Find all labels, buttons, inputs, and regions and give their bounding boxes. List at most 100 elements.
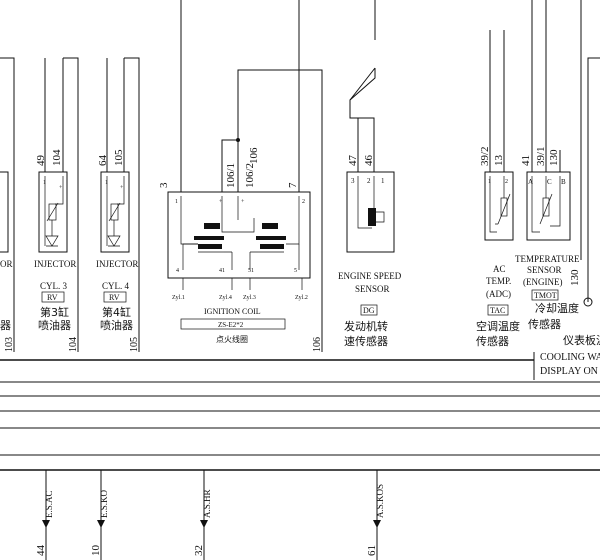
display-en-1: COOLING WA [540, 352, 600, 363]
coolant-sensor-label-1: TEMPERATURE [515, 254, 580, 264]
coolant-sensor-cn-2: 传感器 [528, 318, 561, 331]
ac-thermistor-icon [500, 197, 508, 217]
ac-sensor-cn-2: 传感器 [476, 335, 509, 348]
coil-output-zyl3: Zyl.3 [243, 295, 256, 301]
ac-sensor-label-3: (ADC) [486, 289, 511, 299]
wire-105-label: 105 [113, 149, 125, 166]
signal-number: 32 [193, 545, 205, 556]
wire-3-label: 3 [158, 182, 170, 188]
inj4-cn2: 喷油器 [100, 318, 133, 332]
coolant-sensor-cn-1: 冷却温度 [535, 301, 579, 315]
speed-sensor-label-1: ENGINE SPEED [338, 271, 402, 281]
wire-106-2-label: 106/2 [244, 163, 256, 188]
inj4-label: INJECTOR [96, 259, 138, 269]
speed-sensor-cn-1: 发动机转 [344, 319, 388, 333]
coolant-sensor-label-3: (ENGINE) [523, 277, 563, 287]
wire-104-label: 104 [51, 149, 63, 166]
coolant-sensor-pin-b: B [561, 178, 566, 186]
ignition-coil-cn: 点火线圈 [216, 334, 248, 344]
injector-cyl4: 64 105 1 + INJECTOR CYL. 4 RV 第4缸 喷油器 [96, 57, 140, 352]
speed-sensor-cn-2: 速传感器 [344, 335, 388, 348]
wire-106-1-label: 106/1 [225, 163, 237, 188]
bus-lines [0, 359, 600, 471]
display-cn: 仪表板温 [563, 333, 600, 347]
inj4-coil-icon [110, 203, 119, 221]
signal-number: 10 [90, 545, 102, 557]
wire-39-1-label: 39/1 [535, 146, 547, 166]
inj4-cyl: CYL. 4 [102, 281, 130, 291]
inj4-valve-icon [107, 235, 121, 247]
partial-injector-left: OR 器 [0, 57, 15, 352]
ac-sensor-label-1: AC [493, 264, 506, 274]
signal-number: 44 [35, 545, 47, 557]
coil-top-pin-2: + [219, 199, 223, 205]
coolant-temp-sensor: 41 39/1 130 A C B TEMPERATURE SENSOR (EN… [515, 0, 580, 331]
coil-output-zyl2: Zyl.2 [295, 295, 308, 301]
coil-winding-left-icon [194, 223, 224, 253]
injector-cyl3: 49 104 1 + INJECTOR CYL. 3 RV 第3缸 喷油器 [34, 57, 79, 352]
signal-name: E.S.KO [99, 489, 109, 518]
inj3-pin-plus: + [59, 185, 63, 191]
coil-output-zyl4: Zyl.4 [219, 295, 232, 301]
inj4-cn: 第4缸 [102, 305, 131, 319]
speed-sensor-pin-3: 3 [351, 177, 355, 185]
signal-number: 61 [366, 545, 378, 556]
bus-label-104: 104 [68, 337, 79, 352]
signal-es-ac: E.S.AC 44 [35, 470, 54, 560]
signal-arrow-icon [42, 520, 50, 528]
inj3-cn: 第3缸 [40, 305, 69, 319]
coil-bottom-pin-3: 51 [248, 268, 254, 274]
signal-name: E.S.AC [44, 490, 54, 518]
wire-130-label: 130 [548, 149, 560, 166]
coil-bottom-pin-1: 4 [176, 268, 179, 274]
wire-49-label: 49 [35, 155, 47, 167]
coil-winding-right-icon [256, 223, 286, 253]
signal-as-kos: A.S.KOS 61 [366, 470, 385, 560]
coil-bottom-pin-4: 5 [294, 268, 297, 274]
inj4-code: RV [109, 293, 120, 302]
speed-sensor-pin-2: 2 [367, 177, 371, 185]
signal-name: A.S.KOS [375, 484, 385, 518]
coil-output-zyl1: Zyl.1 [172, 295, 185, 301]
ignition-coil-label: IGNITION COIL [204, 307, 261, 316]
signal-es-ko: E.S.KO 10 [90, 470, 109, 560]
engine-speed-sensor: 47 46 3 2 1 ENGINE SPEED SENSOR DG 发动机转 … [338, 0, 402, 348]
signal-as-hr: A.S.HR 32 [193, 470, 212, 560]
coolant-sensor-label-2: SENSOR [527, 265, 562, 275]
coolant-thermistor-icon [542, 197, 550, 217]
partial-injector-label: OR [0, 259, 13, 269]
wire-39-2-label: 39/2 [479, 146, 491, 166]
wire-41-label: 41 [520, 155, 532, 166]
signal-arrow-icon [97, 520, 105, 528]
speed-sensor-coil-icon [368, 208, 376, 226]
partial-display-right: 130 仪表板温 COOLING WA DISPLAY ON [533, 0, 600, 380]
wire-106-label: 106 [248, 147, 260, 164]
signal-name: A.S.HR [202, 489, 212, 518]
inj3-pin-1: 1 [43, 180, 46, 186]
inj4-pin-1: 1 [105, 180, 108, 186]
inj3-cyl: CYL. 3 [40, 281, 68, 291]
bottom-signals: E.S.AC 44 E.S.KO 10 A.S.HR 32 A.S.KOS 61 [35, 470, 385, 560]
ac-sensor-label-2: TEMP. [486, 276, 511, 286]
speed-sensor-code: DG [363, 306, 375, 315]
signal-arrow-icon [200, 520, 208, 528]
ac-sensor-pin-1: 1 [488, 179, 491, 185]
signal-arrow-icon [373, 520, 381, 528]
partial-injector-cn: 器 [0, 319, 11, 332]
ac-temp-sensor: 39/2 13 1 2 AC TEMP. (ADC) TAC 空调温度 传感器 [476, 30, 520, 348]
speed-sensor-pin-1: 1 [381, 177, 385, 185]
wire-13-label: 13 [493, 155, 505, 167]
bus-label-103: 103 [4, 337, 15, 352]
inj3-coil-icon [48, 203, 57, 221]
coolant-sensor-code: TMOT [534, 291, 557, 300]
connector-circle-icon [583, 297, 593, 307]
bus-label-106: 106 [312, 337, 323, 352]
speed-sensor-label-2: SENSOR [355, 284, 390, 294]
wire-47-label: 47 [347, 155, 359, 167]
ignition-coil-code: ZS-E2*2 [218, 321, 244, 329]
wire-130-right-label: 130 [569, 269, 581, 286]
inj3-cn2: 喷油器 [38, 318, 71, 332]
inj3-valve-icon [45, 235, 59, 247]
coil-top-pin-3: + [241, 199, 245, 205]
